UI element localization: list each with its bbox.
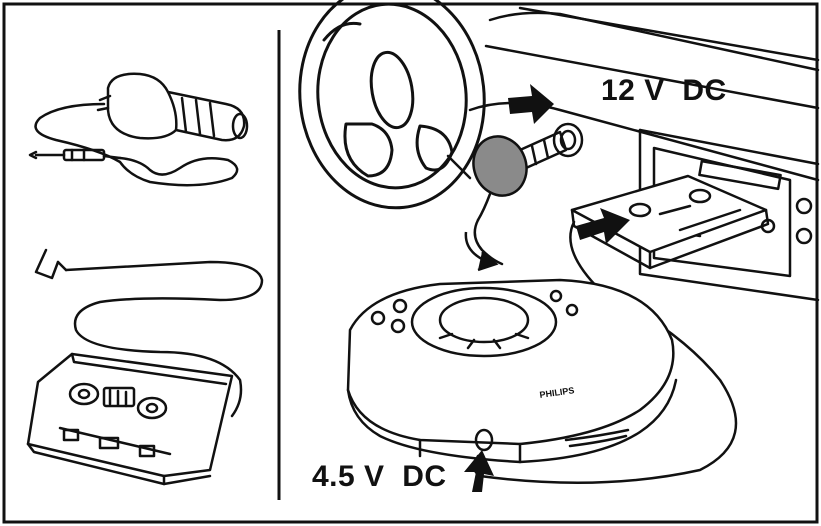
insert-arrow-12v (508, 84, 554, 124)
plug-arrow-dc-input (464, 450, 494, 492)
cassette-adapter (26, 248, 264, 486)
plug-arrow-player (464, 231, 499, 272)
portable-cd-player (346, 278, 678, 464)
cigarette-lighter-socket (552, 122, 584, 158)
dc-input-jack (474, 428, 494, 452)
player-brand: PHILIPS (539, 385, 575, 400)
insert-arrow-cassette (576, 208, 630, 244)
car-power-adapter (28, 72, 249, 187)
power-plug-in-socket (472, 130, 568, 266)
label-12v-dc: 12 V DC (601, 74, 727, 107)
label-4-5v-dc: 4.5 V DC (312, 460, 447, 493)
steering-wheel (298, 0, 486, 210)
